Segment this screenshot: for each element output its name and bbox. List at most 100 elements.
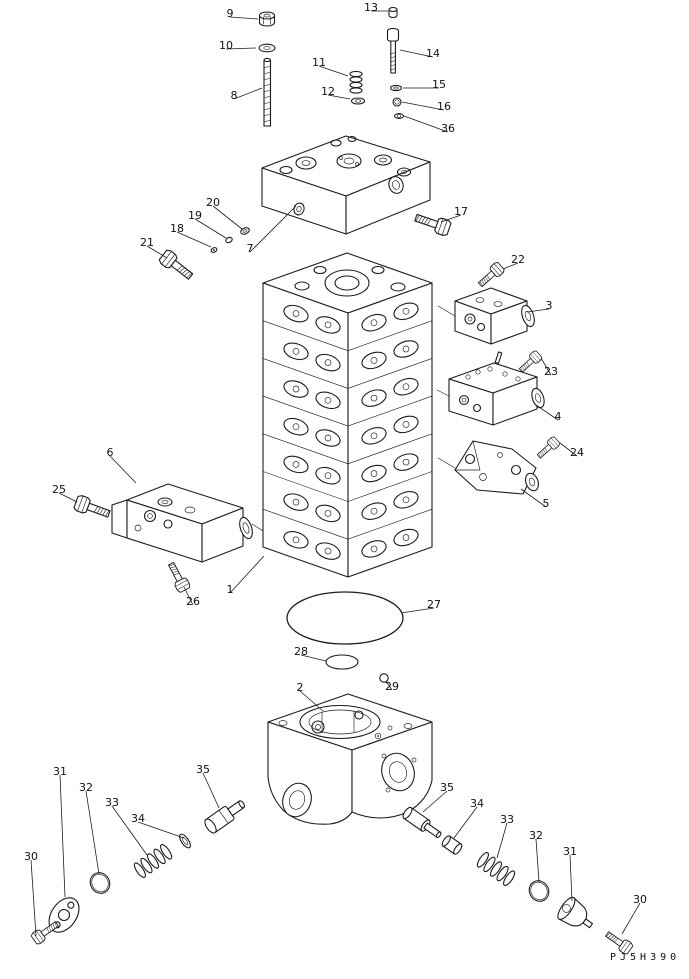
callout-leader <box>225 47 257 50</box>
callout-label: 6 <box>107 446 114 459</box>
top-right-oring <box>392 97 402 107</box>
callout-leader <box>229 555 265 594</box>
callout-leader <box>183 586 194 606</box>
large-oring <box>286 591 404 645</box>
callout-label: 11 <box>312 56 326 69</box>
callout-label: 15 <box>432 78 446 91</box>
left-valve-block <box>111 483 264 563</box>
callout-label: 34 <box>131 812 145 825</box>
callout-leader <box>569 854 573 902</box>
callout-leader <box>194 218 227 239</box>
callout-label: 19 <box>188 209 202 222</box>
callout-leader <box>559 442 578 457</box>
callout-label: 1 <box>227 583 234 596</box>
callout-label: 30 <box>24 850 38 863</box>
callout-leader <box>30 859 37 937</box>
callout-label: 22 <box>511 253 525 266</box>
callout-leader <box>327 94 351 100</box>
left-plug-valve <box>204 800 246 834</box>
callout-label: 2 <box>297 681 304 694</box>
callout-label: 7 <box>247 242 254 255</box>
callout-label: 26 <box>186 595 200 608</box>
top-right-plug <box>388 6 398 19</box>
callout-label: 10 <box>219 39 233 52</box>
callout-leader <box>440 214 462 223</box>
callout-label: 20 <box>206 196 220 209</box>
bottom-housing <box>267 693 433 825</box>
callout-label: 5 <box>543 497 550 510</box>
callout-leader <box>399 49 434 58</box>
callout-label: 14 <box>426 47 440 60</box>
callout-label: 13 <box>364 1 378 14</box>
callout-leader <box>137 821 185 839</box>
top-nut <box>258 11 276 27</box>
callout-label: 21 <box>140 236 154 249</box>
top-right-seat <box>393 113 405 119</box>
callout-label: 27 <box>427 598 441 611</box>
top-washer <box>258 43 276 53</box>
callout-leader <box>621 902 641 935</box>
small-oring <box>325 654 359 670</box>
callout-leader <box>385 680 393 691</box>
main-valve-stack <box>262 252 433 578</box>
callout-label: 25 <box>52 483 66 496</box>
center-washer <box>350 97 366 105</box>
right-valve-middle-bolt <box>516 349 544 375</box>
callout-leader <box>540 357 552 376</box>
tiny-ring <box>379 673 389 683</box>
callout-label: 31 <box>53 765 67 778</box>
stud-bolt <box>263 57 272 127</box>
callout-label: 3 <box>546 299 553 312</box>
top-right-washer <box>389 84 403 92</box>
callout-label: 18 <box>170 222 184 235</box>
callout-layer: 1234567891011121314151636171819202122232… <box>24 1 647 937</box>
right-oring <box>528 880 550 902</box>
callout-label: 8 <box>231 89 238 102</box>
callout-label: 33 <box>500 813 514 826</box>
callout-leader <box>233 87 263 100</box>
callout-leader <box>403 115 449 133</box>
top-right-bolt <box>386 27 400 74</box>
callout-label: 23 <box>544 365 558 378</box>
callout-leader <box>318 65 349 77</box>
callout-label: 31 <box>563 845 577 858</box>
right-valve-middle <box>436 351 545 426</box>
right-seat <box>441 835 463 855</box>
small-rings-cluster <box>210 227 250 253</box>
callout-label: 16 <box>437 100 451 113</box>
right-spring <box>476 852 516 886</box>
center-spring <box>349 70 363 94</box>
callout-label: 32 <box>529 829 543 842</box>
callout-leader <box>249 205 297 253</box>
callout-label: 28 <box>294 645 308 658</box>
left-oring <box>89 872 111 894</box>
callout-label: 33 <box>105 796 119 809</box>
callout-leader <box>401 101 445 111</box>
top-cover <box>261 135 431 235</box>
callout-leader <box>496 822 508 859</box>
right-cap <box>557 896 594 929</box>
callout-label: 36 <box>441 122 455 135</box>
callout-leader <box>300 654 327 662</box>
callout-leader <box>212 205 243 230</box>
callout-leader <box>146 245 168 259</box>
callout-leader <box>535 838 540 883</box>
right-valve-upper-bolt <box>475 260 506 290</box>
callout-label: 34 <box>470 797 484 810</box>
callout-leader <box>59 774 66 898</box>
callout-leader <box>202 772 220 809</box>
callout-leader <box>111 805 148 856</box>
right-bracket <box>437 440 539 495</box>
callout-label: 24 <box>570 446 584 459</box>
left-block-bolt-lower <box>164 560 192 594</box>
callout-leader <box>85 790 100 875</box>
callout-label: 32 <box>79 781 93 794</box>
callout-label: 35 <box>440 781 454 794</box>
left-washer <box>179 833 191 849</box>
callout-leader <box>535 404 559 421</box>
callout-label: 17 <box>454 205 468 218</box>
callout-label: 29 <box>385 680 399 693</box>
callout-leader <box>229 16 259 20</box>
callout-leader <box>299 690 324 712</box>
